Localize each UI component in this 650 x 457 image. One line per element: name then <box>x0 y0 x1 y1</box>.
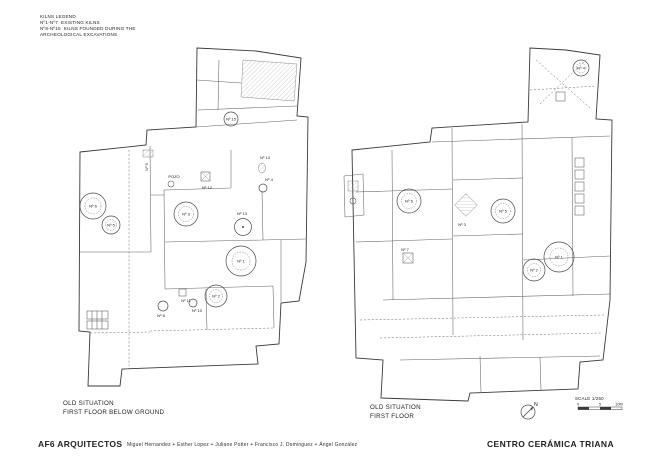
left-plan-outline <box>78 47 309 387</box>
left-plan-caption: OLD SITUATION FIRST FLOOR BELOW GROUND <box>63 400 164 417</box>
kiln-12: Nº 12 <box>200 171 213 190</box>
right-plan-caption: OLD SITUATION FIRST FLOOR <box>370 404 421 421</box>
kiln-2-left-label: Nº 2 <box>212 294 220 299</box>
kiln-6-left-label: Nº 6 <box>89 204 97 209</box>
kilns-legend: KILNS LEGEND Nº1-Nº7 EXISTING KILNS Nº8-… <box>40 14 136 38</box>
right-caption-line-2: FIRST FLOOR <box>370 412 415 420</box>
left-plan: Nº 15 Nº 9 POZO Nº 12 Nº 14 Nº 4 <box>78 47 309 387</box>
kiln-9-label: Nº 9 <box>144 162 149 170</box>
kiln-3-left-label: Nº 3 <box>182 212 190 217</box>
kiln-5-left-label: Nº 5 <box>107 223 115 228</box>
scale-tick-0: 0 <box>577 403 579 407</box>
kiln-3-left: Nº 3 <box>173 201 199 227</box>
wing-dashed-lines <box>529 57 597 109</box>
kiln-2-right-label: Nº 2 <box>530 268 538 273</box>
kiln-1-left: Nº 1 <box>225 245 257 277</box>
stairs <box>86 310 109 330</box>
legend-line-founded: Nº8-Nº15 KILNS FOUNDED DURING THE <box>40 26 136 31</box>
right-dashed-lines <box>359 314 605 339</box>
kiln-8: Nº 8 <box>157 300 169 318</box>
kiln-5-left: Nº 5 <box>101 215 121 235</box>
right-interior-walls <box>355 123 611 393</box>
kiln-1-left-label: Nº 1 <box>237 259 245 264</box>
kiln-4-left: Nº 4 <box>258 177 274 193</box>
detached-building <box>343 173 365 218</box>
right-caption-line-1: OLD SITUATION <box>370 404 421 411</box>
kiln-10-label: Nº 10 <box>192 308 203 313</box>
pozo-label: POZO <box>168 174 179 179</box>
legend-title: KILNS LEGEND <box>40 14 76 19</box>
legend-line-existing: Nº1-Nº7 EXISTING KILNS <box>40 20 100 25</box>
left-excavation-limits <box>89 150 274 366</box>
scale-tick-5: 5 <box>599 403 601 407</box>
kiln-6-right-label: Nº 6 <box>405 199 413 204</box>
kiln-6-right: Nº 6 <box>396 188 422 214</box>
wing-structure <box>555 91 566 102</box>
left-caption-line-2: FIRST FLOOR BELOW GROUND <box>63 408 165 416</box>
kiln-3-right-label: Nº 3 <box>458 222 466 227</box>
kiln-9: Nº 9 <box>142 149 154 171</box>
kiln-6-left: Nº 6 <box>79 192 107 220</box>
right-plan: Nº 4 Nº 6 Nº 3 Nº 5 Nº 1 <box>343 47 613 402</box>
firm-name: AF6 ARQUITECTOS <box>38 439 123 449</box>
kiln-4-left-label: Nº 4 <box>265 177 273 182</box>
kiln-7-right: Nº 7 <box>401 247 414 264</box>
kiln-7-right-label: Nº 7 <box>401 247 409 252</box>
left-upper-walls <box>196 59 298 111</box>
kiln-14: Nº 14 <box>258 155 271 174</box>
kiln-4-right: Nº 4 <box>572 59 590 77</box>
kiln-10: Nº 10 <box>188 298 203 313</box>
kiln-5-right-label: Nº 5 <box>499 209 507 214</box>
left-hatched-area <box>240 59 298 102</box>
well-pozo: POZO <box>167 174 180 188</box>
team-credits: Miguel Hernandez + Esther Lopez + Julian… <box>127 442 358 448</box>
kiln-12-label: Nº 12 <box>202 185 213 190</box>
kiln-14-label: Nº 14 <box>260 155 271 160</box>
north-label: N <box>534 402 538 408</box>
right-plan-outline <box>351 47 613 402</box>
kiln-2-left: Nº 2 <box>204 284 228 308</box>
kiln-8-label: Nº 8 <box>157 313 165 318</box>
kiln-13: Nº 13 <box>234 211 252 236</box>
kiln-11: Nº 11 <box>178 288 192 303</box>
kiln-1-right: Nº 1 <box>543 241 575 273</box>
kiln-11-label: Nº 11 <box>181 298 191 303</box>
patio-squares <box>574 157 585 216</box>
kiln-13-label: Nº 13 <box>237 211 248 216</box>
project-title: CENTRO CERÁMICA TRIANA <box>486 439 614 449</box>
kiln-4-right-label: Nº 4 <box>577 66 585 71</box>
scale-label: SCALE 1/250 <box>575 396 604 401</box>
scale-tick-10: 10M <box>615 403 622 407</box>
left-interior-walls <box>80 119 307 331</box>
scale-bar: 0 5 10M <box>577 403 623 410</box>
kiln-5-right: Nº 5 <box>490 198 516 224</box>
kiln-15: Nº 15 <box>223 111 239 127</box>
kiln-1-right-label: Nº 1 <box>555 255 563 260</box>
title-block: AF6 ARQUITECTOS Miguel Hernandez + Esthe… <box>0 438 650 454</box>
kiln-2-right: Nº 2 <box>522 258 546 282</box>
kiln-15-label: Nº 15 <box>226 117 237 122</box>
left-caption-line-1: OLD SITUATION <box>63 400 114 407</box>
legend-line-excavations: ARCHEOLOGICAL EXCAVATIONS <box>40 32 118 37</box>
kiln-3-right: Nº 3 <box>454 193 478 227</box>
north-arrow-icon: N <box>520 402 538 420</box>
